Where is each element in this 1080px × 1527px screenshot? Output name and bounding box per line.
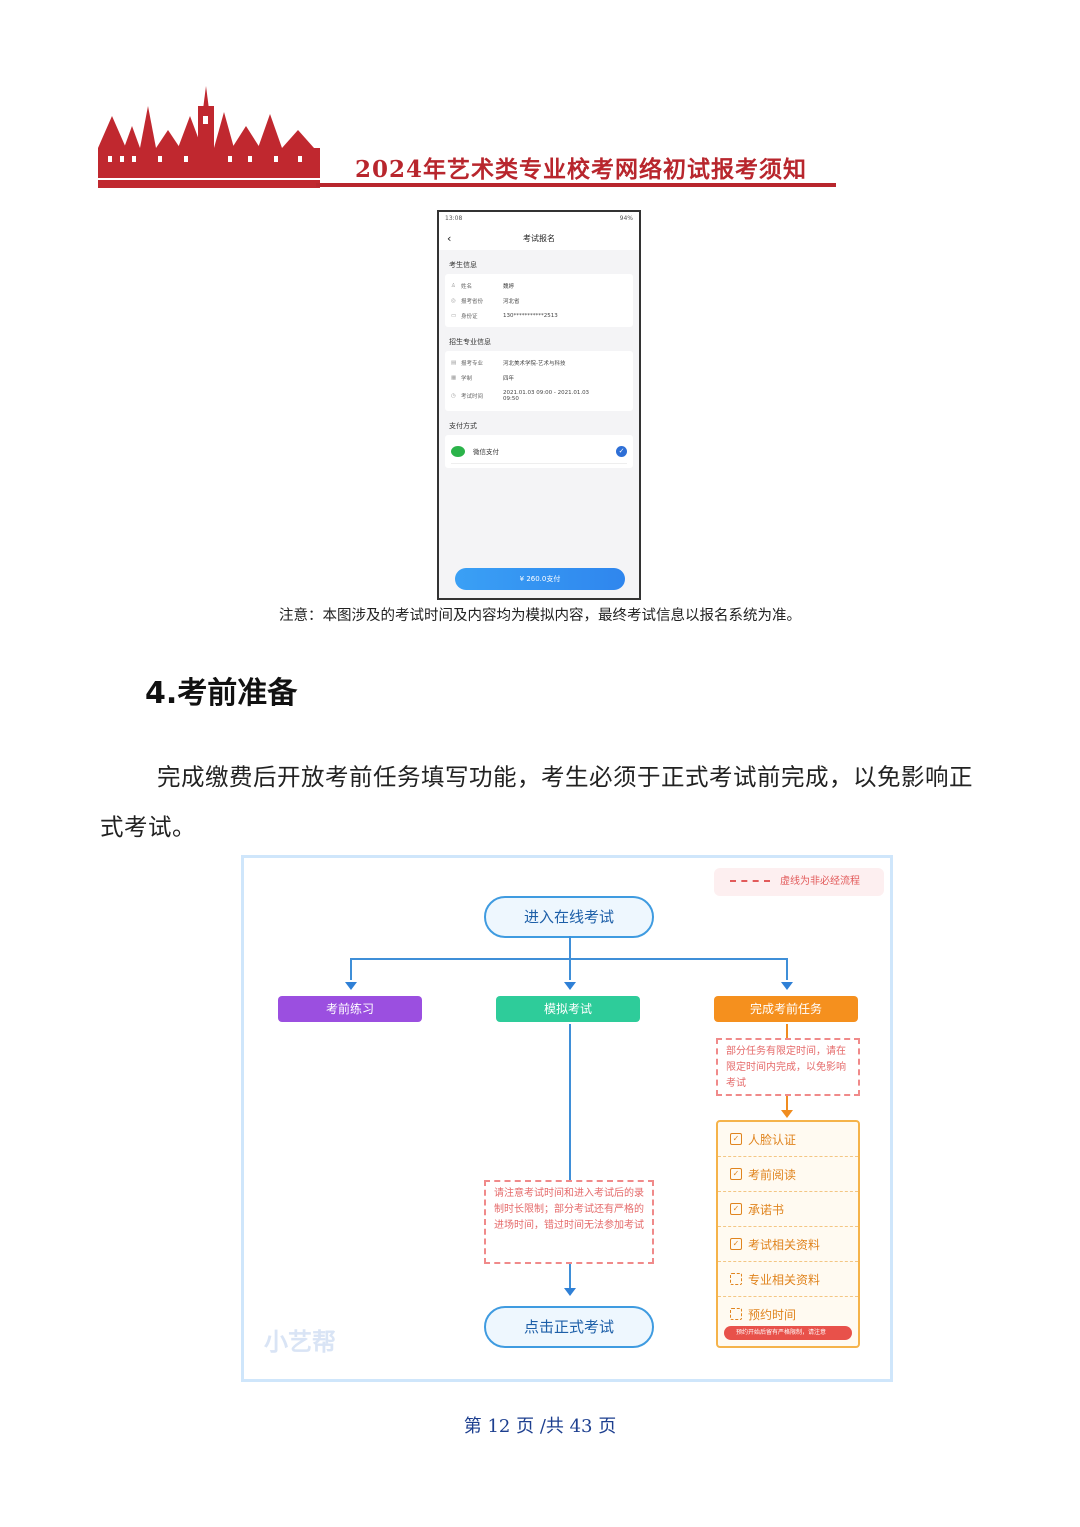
task-label: 人脸认证 [748,1132,797,1147]
info-value: 2021.01.03 09:00 - 2021.01.03 09:50 [503,390,590,402]
phone-screenshot: 13:08 94% ‹ 考试报名 考生信息 ♙ 姓名 魏婷 ◎ 报考省份 河北省 ▭ 身份… [437,210,641,600]
major-section-title: 招生专业信息 [449,338,491,346]
info-value: 河北美术学院-艺术与科技 [503,360,566,367]
pre-exam-task-node: 完成考前任务 [714,996,858,1022]
arrow-down-icon [564,982,576,990]
castle-illustration [98,86,320,188]
task-label: 专业相关资料 [748,1272,821,1287]
xiaoyibang-logo: 小艺帮 [264,1328,336,1356]
status-bar: 13:08 94% [439,212,639,228]
arrow-down-icon [564,1288,576,1296]
checkbox-empty-icon [730,1308,742,1320]
page-footer: 第 12 页 /共 43 页 [463,1416,617,1437]
document-title: 2024年艺术类专业校考网络初试报考须知 [355,156,808,183]
wechat-pay-option[interactable]: 微信支付 ✓ [451,439,627,464]
info-key: 报考省份 [461,298,484,305]
warning-badge: 预约开始后留有严格限制，请注意 [724,1326,852,1340]
info-row: ◷ 考试时间 2021.01.03 09:00 - 2021.01.03 09:50 [451,385,627,407]
task-item[interactable]: ✓ 人脸认证 [718,1122,858,1157]
info-key: 学制 [461,375,473,382]
user-icon: ♙ [451,282,456,289]
info-key: 姓名 [461,283,473,290]
nav-bar: ‹ 考试报名 [439,228,639,250]
connector [350,958,352,980]
mock-exam-node: 模拟考试 [496,996,640,1022]
info-row: ▭ 身份证 130***********2513 [451,308,627,323]
task-label: 承诺书 [748,1202,785,1217]
task-item[interactable]: 预约时间 [718,1297,858,1331]
connector [569,958,571,980]
status-time: 13:08 [445,215,463,222]
wechat-icon [451,445,465,457]
info-row: ▦ 学制 四年 [451,370,627,385]
connector [786,1024,788,1038]
id-card-icon: ▭ [451,312,457,319]
task-item[interactable]: ✓ 考前阅读 [718,1157,858,1192]
task-label: 考前阅读 [748,1167,797,1182]
legend-label: 虚线为非必经流程 [780,876,860,887]
task-time-note: 部分任务有限定时间，请在限定时间内完成，以免影响考试 [716,1038,860,1096]
student-card: ♙ 姓名 魏婷 ◎ 报考省份 河北省 ▭ 身份证 130***********2513 [445,274,633,327]
task-list: ✓ 人脸认证 ✓ 考前阅读 ✓ 承诺书 ✓ 考试相关资料 专业相关资料 预约时间 预约开… [716,1120,860,1348]
section-heading: 4.考前准备 [145,676,298,711]
flowchart: 虚线为非必经流程 进入在线考试 考前练习 模拟考试 完成考前任务 部分任务有限定… [241,855,893,1382]
connector [786,1096,788,1110]
task-label: 预约时间 [748,1307,797,1322]
connector [786,958,788,980]
connector [569,936,571,958]
location-icon: ◎ [451,297,456,304]
arrow-down-icon [781,982,793,990]
info-value: 四年 [503,375,515,382]
book-icon: ▤ [451,359,457,366]
checkbox-checked-icon: ✓ [730,1168,742,1180]
back-icon[interactable]: ‹ [447,232,452,245]
task-item[interactable]: ✓ 考试相关资料 [718,1227,858,1262]
major-card: ▤ 报考专业 河北美术学院-艺术与科技 ▦ 学制 四年 ◷ 考试时间 2021.01.03 … [445,351,633,411]
connector [569,1024,571,1180]
pay-button[interactable]: ¥ 260.0支付 [455,568,625,590]
checkbox-checked-icon: ✓ [730,1133,742,1145]
pay-method-label: 微信支付 [473,448,499,456]
task-label: 考试相关资料 [748,1237,821,1252]
nav-title: 考试报名 [523,234,555,243]
header-rule [316,183,836,187]
task-item[interactable]: ✓ 承诺书 [718,1192,858,1227]
status-battery: 94% [619,215,633,222]
section-paragraph: 完成缴费后开放考前任务填写功能，考生必须于正式考试前完成，以免影响正式考试。 [100,763,973,841]
info-key: 考试时间 [461,394,484,400]
end-node: 点击正式考试 [484,1306,654,1348]
calendar-icon: ▦ [451,374,457,381]
student-section-title: 考生信息 [449,261,477,269]
info-value: 魏婷 [503,283,515,290]
image-note: 注意：本图涉及的考试时间及内容均为模拟内容，最终考试信息以报名系统为准。 [279,608,801,624]
pay-card: 微信支付 ✓ [445,435,633,468]
info-row: ♙ 姓名 魏婷 [451,278,627,293]
checkbox-checked-icon: ✓ [730,1203,742,1215]
clock-icon: ◷ [451,393,456,399]
connector [569,1264,571,1290]
info-value: 130***********2513 [503,312,558,319]
info-value: 河北省 [503,298,520,305]
start-node: 进入在线考试 [484,896,654,938]
arrow-down-icon [345,982,357,990]
info-key: 报考专业 [461,360,484,367]
dashed-line-icon [730,880,770,882]
info-row: ◎ 报考省份 河北省 [451,293,627,308]
checkbox-empty-icon [730,1273,742,1285]
check-icon: ✓ [616,445,627,457]
arrow-down-icon [781,1110,793,1118]
legend: 虚线为非必经流程 [714,868,884,896]
task-item[interactable]: 专业相关资料 [718,1262,858,1297]
info-row: ▤ 报考专业 河北美术学院-艺术与科技 [451,355,627,370]
pay-section-title: 支付方式 [449,422,477,430]
exam-time-note: 请注意考试时间和进入考试后的录制时长限制；部分考试还有严格的进场时间，错过时间无… [484,1180,654,1264]
practice-node: 考前练习 [278,996,422,1022]
info-key: 身份证 [461,313,478,320]
checkbox-checked-icon: ✓ [730,1238,742,1250]
